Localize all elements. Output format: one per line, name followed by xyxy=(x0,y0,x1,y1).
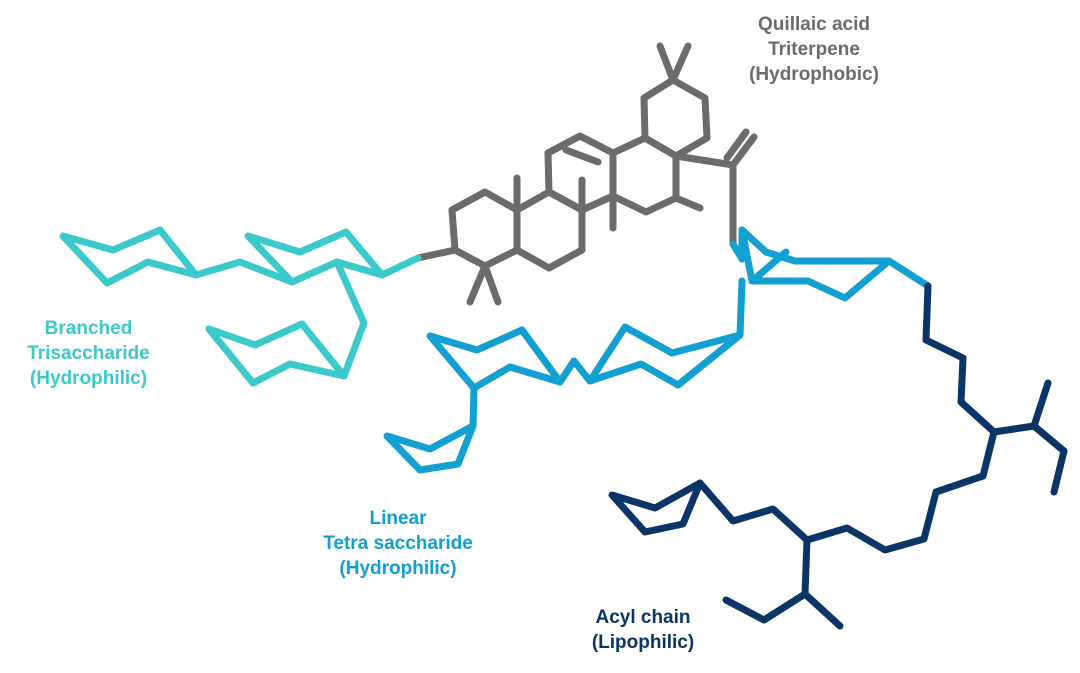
branched-label-line3: (Hydrophilic) xyxy=(29,368,148,389)
linear-tetrasaccharide-structure xyxy=(383,226,932,474)
linear-label-line3: (Hydrophilic) xyxy=(339,558,457,579)
branched-label-line2: Trisaccharide xyxy=(27,343,150,364)
triterpene-label-line1: Quillaic acid xyxy=(758,14,870,35)
branched-label-line1: Branched xyxy=(44,318,133,339)
triterpene-label-line2: Triterpene xyxy=(768,39,860,60)
acyl-chain-structure xyxy=(608,282,1068,630)
branched-trisaccharide-structure xyxy=(59,226,422,387)
acyl-label-line2: (Lipophilic) xyxy=(591,632,695,653)
linear-label-line1: Linear xyxy=(369,508,427,529)
branched-trisaccharide-label: Branched Trisaccharide (Hydrophilic) xyxy=(6,316,171,391)
linear-tetrasaccharide-label: Linear Tetra saccharide (Hydrophilic) xyxy=(298,506,498,581)
linear-label-line2: Tetra saccharide xyxy=(323,533,473,554)
triterpene-label: Quillaic acid Triterpene (Hydrophobic) xyxy=(726,12,902,87)
acyl-label-line1: Acyl chain xyxy=(595,607,691,628)
triterpene-label-line3: (Hydrophobic) xyxy=(749,64,879,85)
acyl-chain-label: Acyl chain (Lipophilic) xyxy=(574,605,712,655)
triterpene-structure xyxy=(414,42,758,306)
